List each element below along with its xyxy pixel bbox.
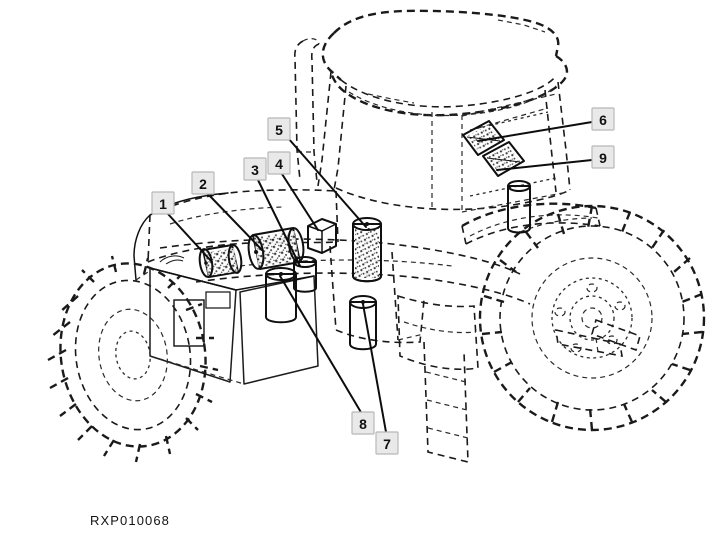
step-ladder xyxy=(423,341,469,464)
part-8-engine-oil-filter xyxy=(265,267,297,324)
callout-4[interactable]: 4 xyxy=(267,151,291,175)
callout-7-label: 7 xyxy=(383,436,391,452)
callout-1[interactable]: 1 xyxy=(151,191,175,215)
leader-4 xyxy=(281,173,319,231)
part-6-cab-fresh-air-filter xyxy=(462,120,505,156)
leader-8 xyxy=(279,275,363,415)
cab-glass-and-posts xyxy=(317,71,571,213)
cab-roof xyxy=(321,9,569,117)
callout-9-label: 9 xyxy=(599,150,607,166)
leader-2 xyxy=(207,193,263,251)
part-cab-side-cylinder xyxy=(507,180,531,234)
leader-6 xyxy=(477,121,593,142)
figure-code: RXP010068 xyxy=(90,513,170,528)
callout-6[interactable]: 6 xyxy=(591,107,615,131)
part-4-square-box-filter xyxy=(307,218,337,254)
part-9-cab-recirculation-filter xyxy=(482,141,525,177)
front-tire-lugs xyxy=(47,255,219,463)
callout-4-label: 4 xyxy=(275,156,283,172)
rear-wheel xyxy=(478,204,706,432)
callout-2[interactable]: 2 xyxy=(191,171,215,195)
front-wheel xyxy=(47,255,219,463)
leader-3 xyxy=(257,179,301,267)
callout-5[interactable]: 5 xyxy=(267,117,291,141)
callout-7[interactable]: 7 xyxy=(375,431,399,455)
rear-tire-lugs xyxy=(481,205,703,431)
callout-8-label: 8 xyxy=(359,416,367,432)
callout-6-label: 6 xyxy=(599,112,607,128)
leader-7 xyxy=(362,303,387,433)
tractor-machine-outline xyxy=(47,9,706,464)
callout-2-label: 2 xyxy=(199,176,207,192)
rear-hub-bolts xyxy=(554,283,626,353)
callout-8[interactable]: 8 xyxy=(351,411,375,435)
leader-5 xyxy=(287,137,367,228)
part-5-tall-stippled-filter xyxy=(352,217,382,283)
callout-9[interactable]: 9 xyxy=(591,145,615,169)
leader-1 xyxy=(167,213,213,263)
callout-1-label: 1 xyxy=(159,196,167,212)
drawbar xyxy=(555,328,623,357)
part-3-small-filter-cylinder xyxy=(293,256,317,293)
callout-3-label: 3 xyxy=(251,162,259,178)
leader-9 xyxy=(496,159,593,171)
callout-5-label: 5 xyxy=(275,122,283,138)
leader-lines xyxy=(167,121,593,433)
rear-fender xyxy=(461,202,601,245)
callout-3[interactable]: 3 xyxy=(243,157,267,181)
